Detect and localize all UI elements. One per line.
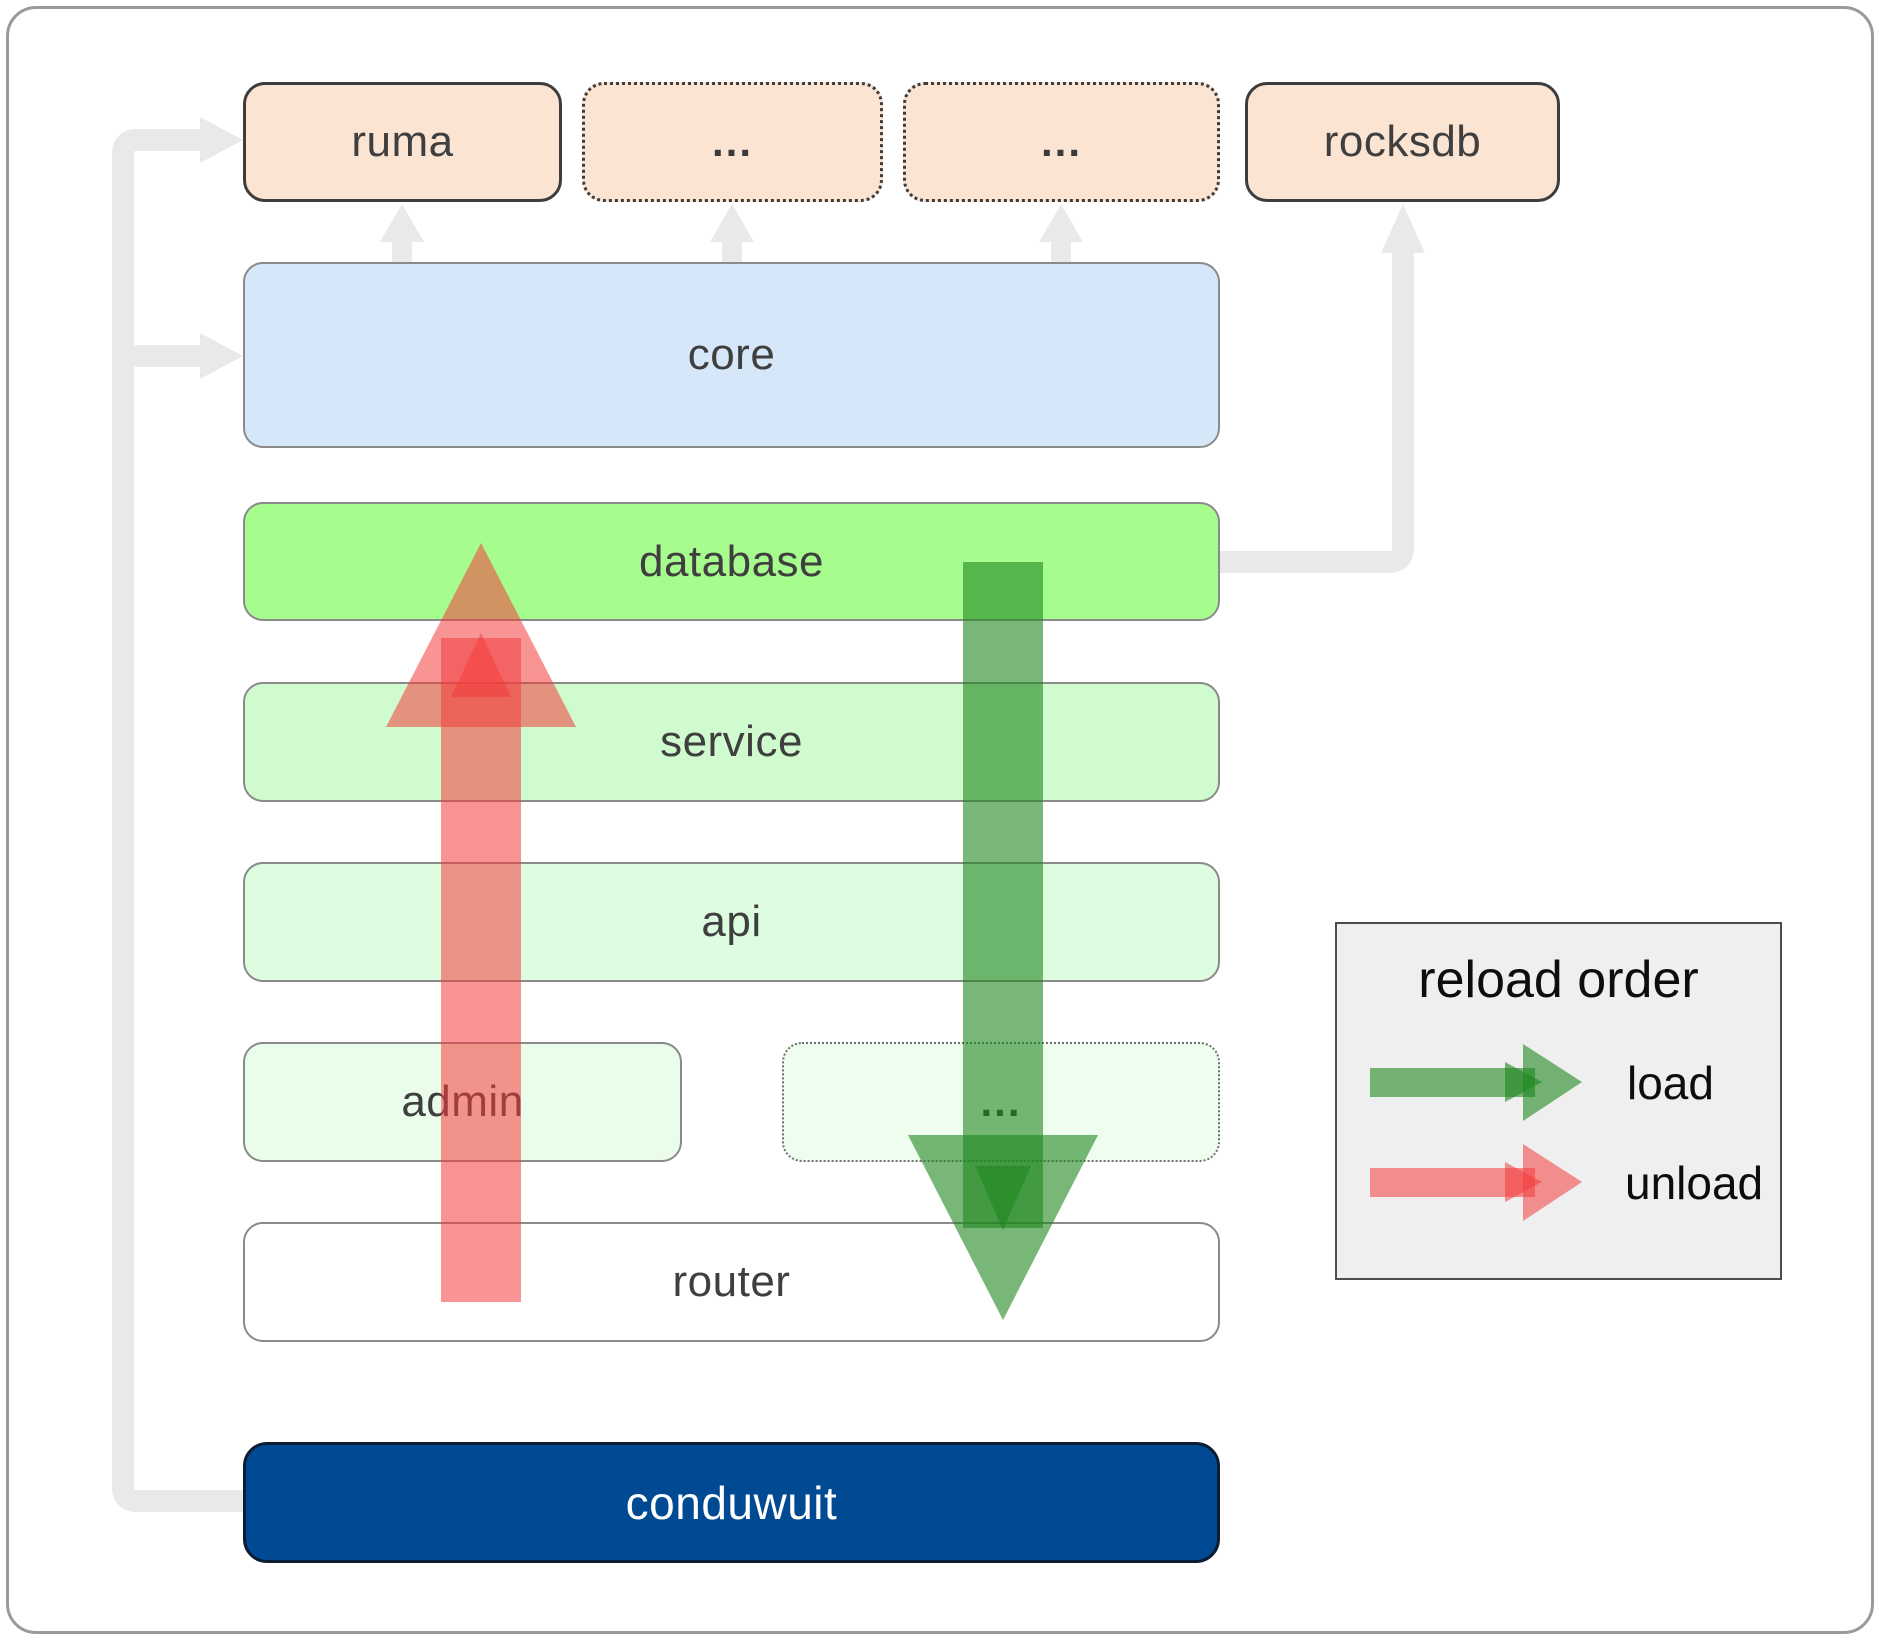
legend-title: reload order (1418, 951, 1699, 1009)
legend-load-label: load (1627, 1057, 1714, 1109)
legend-panel: reload order load unload (1335, 922, 1782, 1280)
outer-border (6, 6, 1874, 1634)
legend-unload-label: unload (1625, 1157, 1764, 1209)
